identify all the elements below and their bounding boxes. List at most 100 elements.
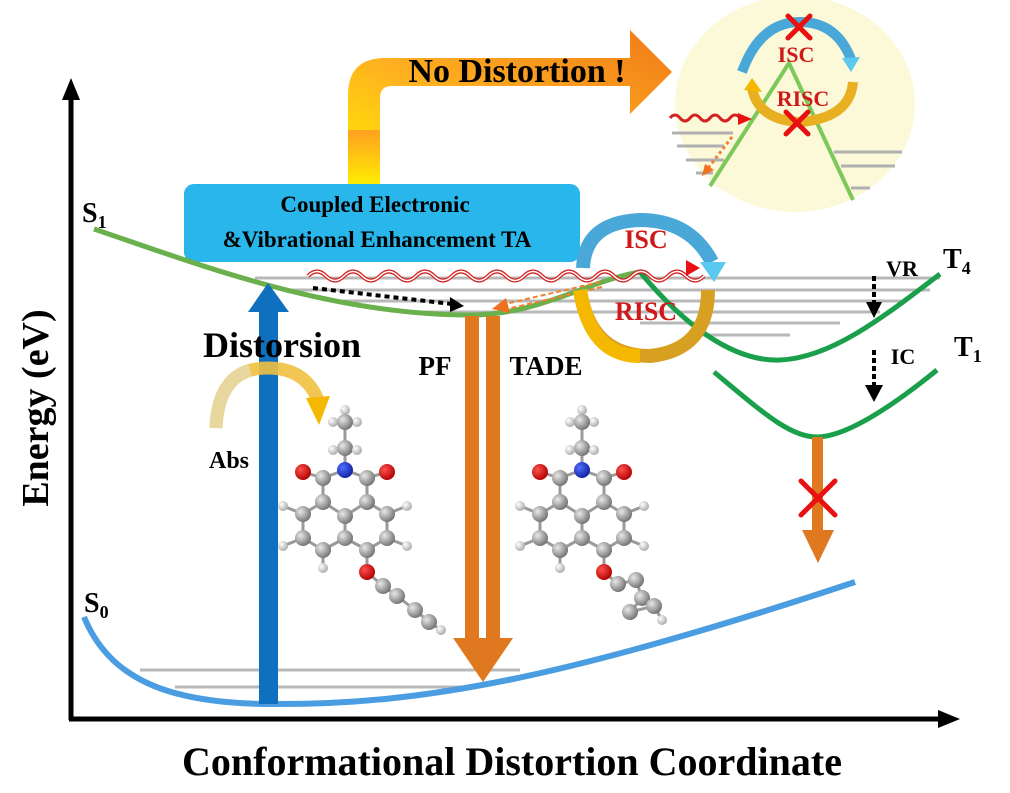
carbon-atom <box>552 494 568 510</box>
hydrogen-atom <box>278 541 288 551</box>
s1-potential-curve <box>93 226 641 318</box>
t4-state-label: T4 <box>943 244 971 278</box>
absorption-arrow <box>248 283 289 704</box>
inset-wavy-line <box>668 113 742 123</box>
oxygen-atom <box>616 464 632 480</box>
oxygen-atom <box>596 564 612 580</box>
carbon-atom <box>295 530 311 546</box>
carbon-atom <box>596 470 612 486</box>
carbon-atom <box>337 414 353 430</box>
pf-label: PF <box>419 351 452 381</box>
no-distortion-arrow: No Distortion ! <box>348 30 672 190</box>
t1-blocked-emission-arrow <box>802 437 834 563</box>
x-axis <box>69 710 960 728</box>
ic-label: IC <box>891 344 915 369</box>
carbon-atom <box>596 542 612 558</box>
carbon-atom <box>315 494 331 510</box>
hydrogen-atom <box>589 445 599 455</box>
carbon-atom <box>634 590 650 606</box>
carbon-atom <box>375 578 391 594</box>
carbon-atom <box>359 470 375 486</box>
carbon-atom <box>315 542 331 558</box>
carbon-atom <box>337 440 353 456</box>
oxygen-atom <box>295 464 311 480</box>
isc-risc-cycle: ISC RISC <box>573 212 726 364</box>
inset-risc-blocked-icon <box>783 109 811 137</box>
hydrogen-atom <box>352 445 362 455</box>
s0-vibrational-levels <box>140 668 520 689</box>
hydrogen-atom <box>565 417 575 427</box>
risc-label: RISC <box>615 297 677 326</box>
banner-line-2: &Vibrational Enhancement TA <box>223 227 532 252</box>
hydrogen-atom <box>515 501 525 511</box>
carbon-atom <box>389 588 405 604</box>
y-axis-arrowhead <box>62 78 80 100</box>
hydrogen-atom <box>328 445 338 455</box>
carbon-atom <box>379 506 395 522</box>
carbon-atom <box>574 440 590 456</box>
hydrogen-atom <box>340 405 350 415</box>
hydrogen-atom <box>515 541 525 551</box>
carbon-atom <box>359 494 375 510</box>
ic-dashed-arrow <box>865 350 883 402</box>
nitrogen-atom <box>574 462 590 478</box>
inset-isc-blocked-icon <box>785 13 813 41</box>
hydrogen-atom <box>639 501 649 511</box>
x-axis-label: Conformational Distortion Coordinate <box>182 739 842 784</box>
carbon-atom <box>552 470 568 486</box>
x-axis-arrowhead <box>938 710 960 728</box>
carbon-atom <box>359 542 375 558</box>
no-distortion-label: No Distortion ! <box>408 53 625 90</box>
s0-state-label: S0 <box>84 588 109 622</box>
banner-line-1: Coupled Electronic <box>280 192 469 217</box>
carbon-atom <box>315 470 331 486</box>
isc-label: ISC <box>624 225 667 254</box>
carbon-atom <box>628 572 644 588</box>
inset-potential-curve <box>708 58 855 201</box>
hydrogen-atom <box>278 501 288 511</box>
carbon-atom <box>337 508 353 524</box>
t1-potential-curve <box>712 368 939 440</box>
distortion-label: Distorsion <box>203 325 361 365</box>
carbon-atom <box>552 542 568 558</box>
inset-risc-label: RISC <box>777 86 830 111</box>
carbon-atom <box>337 530 353 546</box>
hydrogen-atom <box>555 563 565 573</box>
oxygen-atom <box>379 464 395 480</box>
vr-dashed-arrow <box>866 276 882 318</box>
carbon-atom <box>421 614 437 630</box>
hydrogen-atom <box>402 541 412 551</box>
inset-isc-label: ISC <box>778 42 815 67</box>
carbon-atom <box>574 414 590 430</box>
carbon-atom <box>616 530 632 546</box>
inset-no-distortion: ISC RISC <box>668 0 915 212</box>
s1-state-label: S1 <box>82 198 107 232</box>
hydrogen-atom <box>639 541 649 551</box>
hydrogen-atom <box>589 417 599 427</box>
carbon-atom <box>532 530 548 546</box>
carbon-atom <box>295 506 311 522</box>
carbon-atom <box>574 530 590 546</box>
t4-potential-curve <box>638 270 942 363</box>
hydrogen-atom <box>318 563 328 573</box>
hydrogen-atom <box>565 445 575 455</box>
hydrogen-atom <box>328 417 338 427</box>
molecule-distorted <box>278 405 446 635</box>
carbon-atom <box>574 508 590 524</box>
carbon-atom <box>646 598 662 614</box>
oxygen-atom <box>359 564 375 580</box>
vibrational-relaxation-dashed-arrow <box>312 286 464 312</box>
t1-blocked-icon <box>798 478 838 518</box>
isc-arc-icon <box>576 212 719 269</box>
carbon-atom <box>596 494 612 510</box>
coupled-enhancement-banner: Coupled Electronic &Vibrational Enhancem… <box>184 184 580 262</box>
tade-label: TADE <box>509 351 582 381</box>
carbon-atom <box>532 506 548 522</box>
hydrogen-atom <box>657 615 667 625</box>
carbon-atom <box>622 604 638 620</box>
abs-label: Abs <box>209 448 249 474</box>
carbon-atom <box>379 530 395 546</box>
hydrogen-atom <box>352 417 362 427</box>
hydrogen-atom <box>436 625 446 635</box>
hydrogen-atom <box>402 501 412 511</box>
